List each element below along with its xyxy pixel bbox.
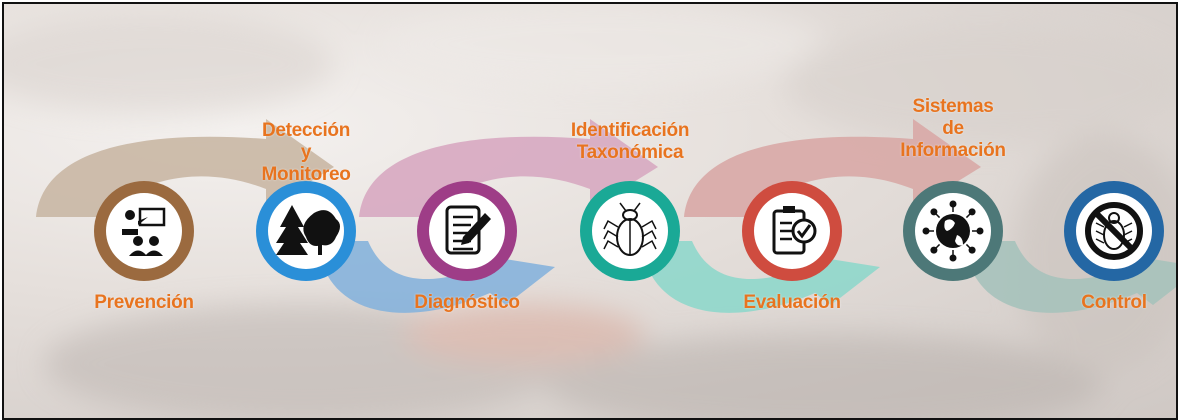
- flow-arrow-3: [359, 119, 658, 217]
- stage-node-deteccion: [256, 181, 356, 281]
- stage-label-control: Control: [1081, 292, 1147, 313]
- stage-node-evaluacion: [742, 181, 842, 281]
- stage-disc: [429, 193, 505, 269]
- stage-label-sistemas: Sistemas de Información: [900, 96, 1006, 161]
- globe-network-icon: [922, 200, 984, 262]
- flow-arrow-5: [684, 119, 981, 217]
- document-edit-icon: [445, 205, 491, 255]
- stage-disc: [106, 193, 182, 269]
- stage-label-prevencion: Prevención: [94, 292, 194, 313]
- no-pest-icon: [1085, 202, 1143, 260]
- teacher-classroom-icon: [122, 207, 166, 256]
- process-flow: [36, 119, 1176, 313]
- flow-arrow-6: [965, 241, 1176, 313]
- checklist-clipboard-icon: [772, 206, 817, 255]
- stage-label-evaluacion: Evaluación: [743, 292, 841, 313]
- stage-node-identificacion: [580, 181, 680, 281]
- stage-node-control: [1064, 181, 1164, 281]
- stage-label-deteccion: Detección y Monitoreo: [261, 120, 351, 185]
- stage-label-identificacion: Identificación Taxonómica: [570, 120, 690, 163]
- stage-node-prevencion: [94, 181, 194, 281]
- forest-trees-icon: [276, 205, 340, 255]
- stage-node-diagnostico: [417, 181, 517, 281]
- stage-node-sistemas: [903, 181, 1003, 281]
- flow-arrow-1: [36, 119, 334, 217]
- beetle-icon: [603, 202, 657, 256]
- stage-label-diagnostico: Diagnóstico: [414, 292, 520, 313]
